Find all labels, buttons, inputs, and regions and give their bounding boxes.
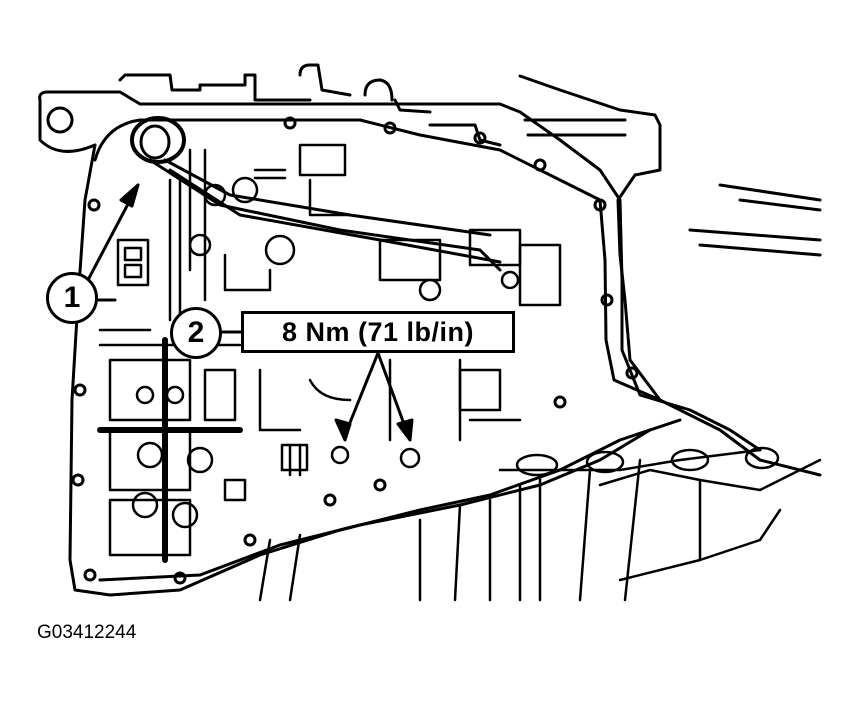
figure-id: G03412244 [37,622,137,643]
transmission-lower-case [258,446,822,602]
callout-1-number: 1 [63,281,81,314]
torque-spec-label: 8 Nm (71 lb/in) [241,311,515,353]
torque-spec-text: 8 Nm (71 lb/in) [281,316,475,347]
callout-arrows [86,183,414,442]
transmission-case-outline [118,63,822,477]
callout-2-number: 2 [187,316,205,349]
callout-2-marker: 2 [170,307,222,359]
valve-body-internals [97,143,562,563]
callout-1-marker: 1 [46,272,98,324]
